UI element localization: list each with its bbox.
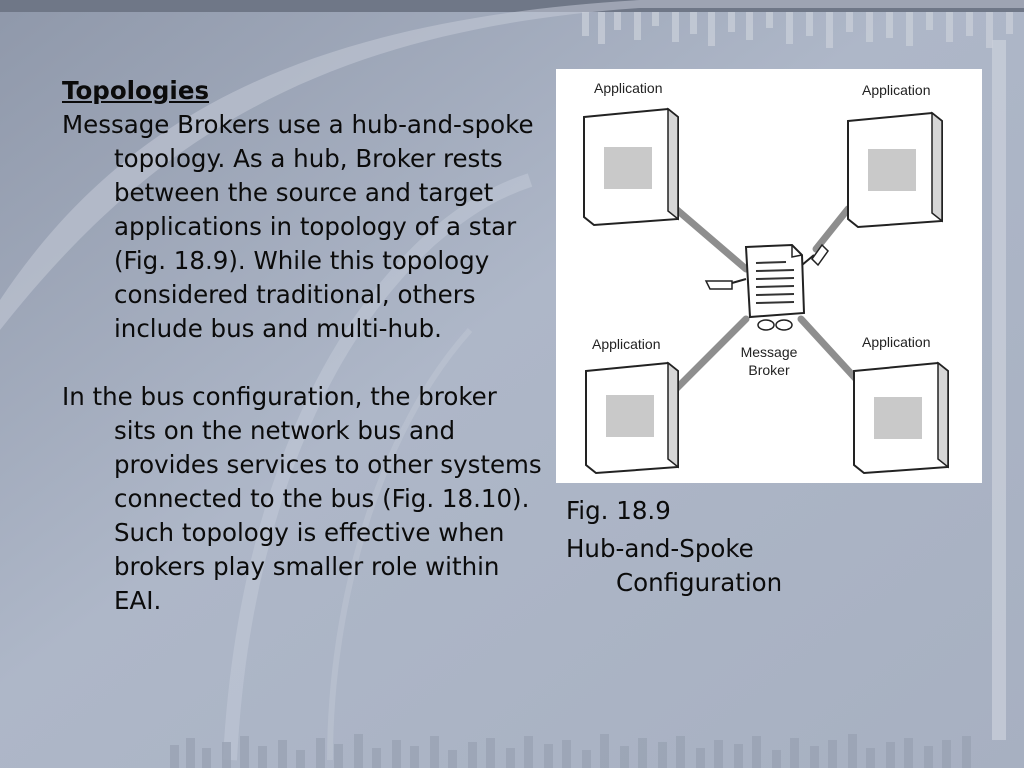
figure-caption: Fig. 18.9 Hub-and-Spoke Configuration: [566, 494, 866, 600]
application-computer-top-right: [847, 111, 943, 229]
slide-body-text: Topologies Message Brokers use a hub-and…: [62, 74, 542, 618]
broker-label-line1: Message: [741, 344, 798, 360]
application-computer-bottom-left: [585, 361, 679, 475]
message-broker-document-icon: [704, 243, 829, 331]
hub-and-spoke-figure: Application Application Application Appl…: [556, 69, 982, 483]
application-computer-bottom-right: [853, 361, 949, 475]
caption-figure-number: Fig. 18.9: [566, 496, 671, 525]
application-label-top-left: Application: [594, 80, 663, 96]
slide-heading: Topologies: [62, 76, 210, 105]
paragraph-bus-configuration: In the bus configuration, the broker sit…: [62, 382, 542, 615]
caption-figure-title: Hub-and-Spoke Configuration: [566, 534, 783, 597]
application-label-bottom-left: Application: [592, 336, 661, 352]
broker-label-line2: Broker: [748, 362, 790, 378]
application-label-top-right: Application: [862, 82, 931, 98]
application-computer-top-left: [583, 107, 679, 227]
application-label-bottom-right: Application: [862, 334, 931, 350]
spoke-lines: [672, 205, 860, 393]
paragraph-hub-and-spoke: Message Brokers use a hub-and-spoke topo…: [62, 110, 534, 343]
